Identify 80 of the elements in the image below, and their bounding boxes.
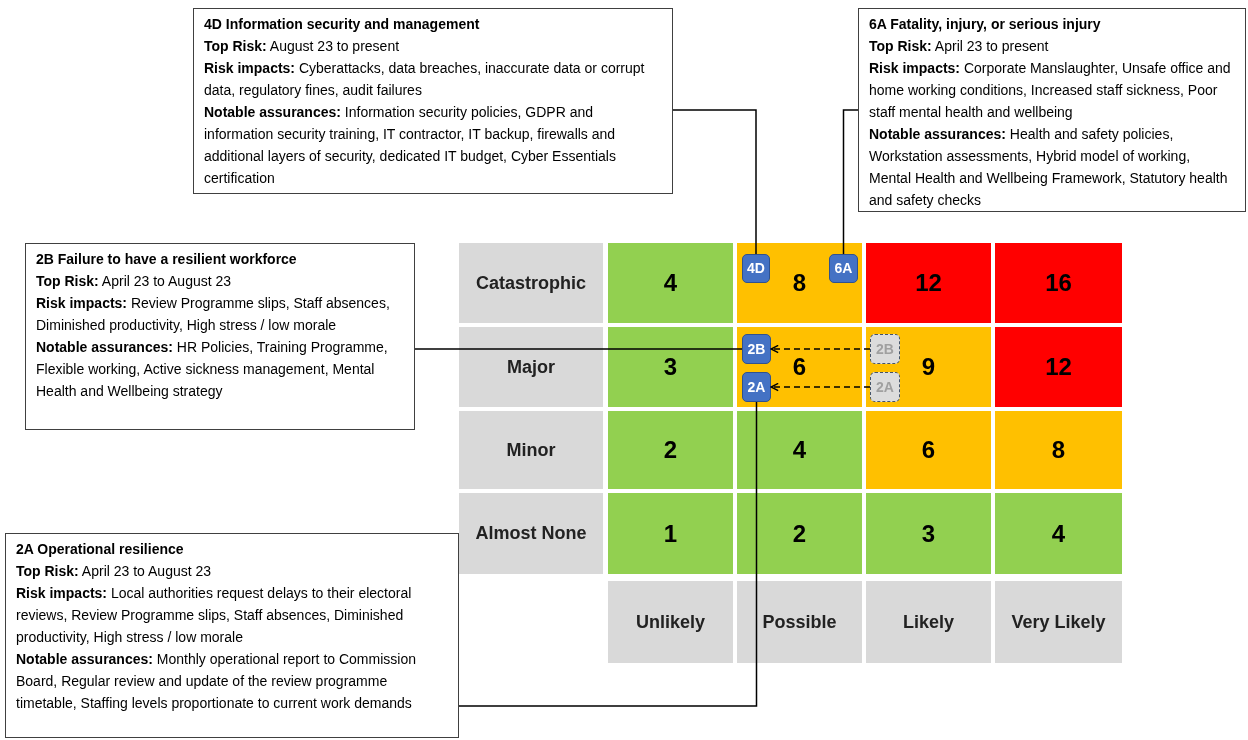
risk-score: 9 (921, 352, 936, 382)
risk-cell (608, 411, 733, 489)
risk-cell (608, 327, 733, 407)
callout-text: Notable assurances: Information security policies, GDPR and information security training, IT contractor, IT backup, firewalls and additional layers of security, dedicated IT budget, Cyber Essentials certification (204, 103, 617, 188)
risk-score: 16 (1045, 268, 1072, 298)
callout-text: Top Risk: April 23 to present (869, 37, 1050, 56)
header-text: Possible (762, 610, 837, 634)
header-text: Very Likely (1011, 610, 1106, 634)
axis-header (459, 411, 603, 489)
callout-title: 4D Information security and management (204, 15, 481, 34)
risk-score: 6 (921, 435, 936, 465)
callout-text: Notable assurances: Monthly operational report to Commission Board, Regular review and update of the review programme timetable, Staffing levels proportionate to current work demands (16, 650, 417, 713)
risk-cell (737, 243, 862, 323)
axis-header (608, 581, 733, 663)
callout-title: 2B Failure to have a resilient workforce (36, 250, 298, 269)
risk-score: 2 (663, 435, 678, 465)
callout-box (858, 8, 1246, 212)
previous-risk-marker: 2A (870, 372, 900, 402)
risk-score: 4 (1051, 518, 1066, 549)
axis-header (459, 327, 603, 407)
risk-score: 1 (663, 518, 678, 549)
header-text: Unlikely (636, 610, 705, 634)
risk-score: 4 (792, 435, 807, 465)
leader-line (672, 109, 757, 255)
callout-text: Risk impacts: Corporate Manslaughter, Unsafe office and home working conditions, Increased staff sickness, Poor staff mental health and wellbeing (869, 59, 1232, 122)
risk-marker: 4D (742, 254, 770, 283)
axis-header (459, 243, 603, 323)
callout-box (193, 8, 673, 194)
previous-risk-marker: 2B (870, 334, 900, 364)
arrow (770, 344, 871, 354)
risk-cell (737, 327, 862, 407)
risk-cell (866, 243, 991, 323)
leader-line (842, 109, 859, 255)
leader-line (458, 401, 758, 707)
risk-cell (608, 243, 733, 323)
risk-marker: 6A (829, 254, 858, 283)
risk-cell (995, 411, 1122, 489)
header-text: Catastrophic (476, 271, 586, 295)
risk-score: 4 (663, 268, 678, 298)
risk-cell (995, 493, 1122, 574)
axis-header (459, 493, 603, 574)
risk-cell (737, 493, 862, 574)
callout-text: Risk impacts: Cyberattacks, data breaches, inaccurate data or corrupt data, regulatory fines, audit failures (204, 59, 646, 100)
risk-score: 8 (792, 268, 807, 298)
callout-text: Top Risk: April 23 to August 23 (16, 562, 213, 581)
risk-score: 8 (1051, 435, 1066, 465)
axis-header (995, 581, 1122, 663)
risk-cell (608, 493, 733, 574)
risk-cell (995, 243, 1122, 323)
risk-marker: 2A (742, 372, 771, 402)
callout-text: Notable assurances: Health and safety policies, Workstation assessments, Hybrid model of working, Mental Health and Wellbeing Framework, Statutory health and safety checks (869, 125, 1229, 210)
callout-text: Risk impacts: Review Programme slips, Staff absences, Diminished productivity, High stress / low morale (36, 294, 391, 335)
risk-score: 3 (921, 518, 936, 549)
risk-cell (737, 411, 862, 489)
callout-box (5, 533, 459, 738)
risk-cell (866, 327, 991, 407)
callout-text: Risk impacts: Local authorities request delays to their electoral reviews, Review Programme slips, Staff absences, Diminished productivity, High stress / low morale (16, 584, 413, 647)
header-text: Major (507, 355, 555, 379)
risk-score: 6 (792, 352, 807, 382)
callout-text: Top Risk: August 23 to present (204, 37, 401, 56)
risk-marker: 2B (742, 334, 771, 364)
risk-cell (866, 411, 991, 489)
axis-header (866, 581, 991, 663)
risk-cell (866, 493, 991, 574)
risk-cell (995, 327, 1122, 407)
arrow (770, 382, 871, 392)
callout-title: 6A Fatality, injury, or serious injury (869, 15, 1102, 34)
risk-score: 2 (792, 518, 807, 549)
callout-text: Top Risk: April 23 to August 23 (36, 272, 233, 291)
callout-box (25, 243, 415, 430)
axis-header (737, 581, 862, 663)
risk-score: 3 (663, 352, 678, 382)
header-text: Minor (506, 438, 556, 462)
risk-score: 12 (1045, 352, 1072, 382)
callout-text: Notable assurances: HR Policies, Training Programme, Flexible working, Active sickness management, Mental Health and Wellbeing strategy (36, 338, 389, 401)
risk-score: 12 (915, 268, 942, 298)
header-text: Almost None (475, 522, 587, 545)
leader-line (414, 348, 743, 350)
header-text: Likely (903, 610, 954, 634)
callout-title: 2A Operational resilience (16, 540, 185, 559)
